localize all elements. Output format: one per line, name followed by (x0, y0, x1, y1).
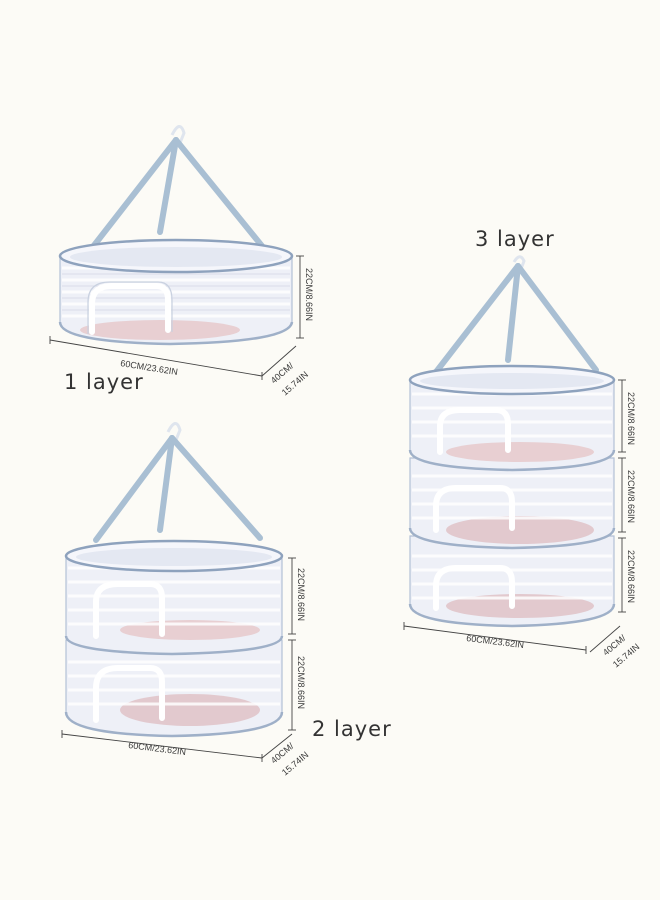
bottom-ring (64, 711, 284, 738)
zipper-door-top (437, 407, 511, 455)
width-label: 60CM/23.62IN (128, 740, 187, 757)
strap (93, 435, 175, 543)
ring-1 (408, 449, 616, 472)
zipper-door (89, 283, 171, 335)
width-label: 60CM/23.62IN (466, 633, 525, 650)
basket-2-layer (64, 422, 284, 738)
label-3-layer: 3 layer (475, 227, 555, 251)
ring-2 (408, 527, 616, 550)
height-label-lower: 22CM/8.66IN (296, 656, 306, 709)
strap (157, 137, 179, 235)
strap (173, 137, 265, 249)
basket-3-layer (408, 255, 616, 628)
basket-1-layer (58, 125, 294, 346)
strap (505, 263, 521, 363)
strap (515, 263, 599, 373)
hook-icon (170, 125, 186, 144)
hook-icon (512, 255, 526, 270)
height-label-top: 22CM/8.66IN (626, 392, 636, 445)
clothes (80, 320, 240, 340)
zipper-door-middle (433, 485, 515, 533)
zipper-door-upper (93, 581, 165, 639)
height-label: 22CM/8.66IN (304, 268, 314, 321)
strap (169, 435, 263, 541)
hook-icon (166, 422, 182, 441)
strap (157, 435, 175, 533)
strap (433, 263, 521, 375)
zipper-door-lower (93, 665, 165, 723)
label-2-layer: 2 layer (312, 717, 392, 741)
height-label-upper: 22CM/8.66IN (296, 568, 306, 621)
zipper-door-bottom (433, 565, 515, 611)
height-label-bottom: 22CM/8.66IN (626, 550, 636, 603)
bottom-ring (58, 321, 294, 346)
label-1-layer: 1 layer (64, 370, 144, 394)
strap (89, 137, 179, 251)
bottom-ring (408, 603, 616, 628)
middle-ring (64, 635, 284, 656)
height-label-middle: 22CM/8.66IN (626, 470, 636, 523)
